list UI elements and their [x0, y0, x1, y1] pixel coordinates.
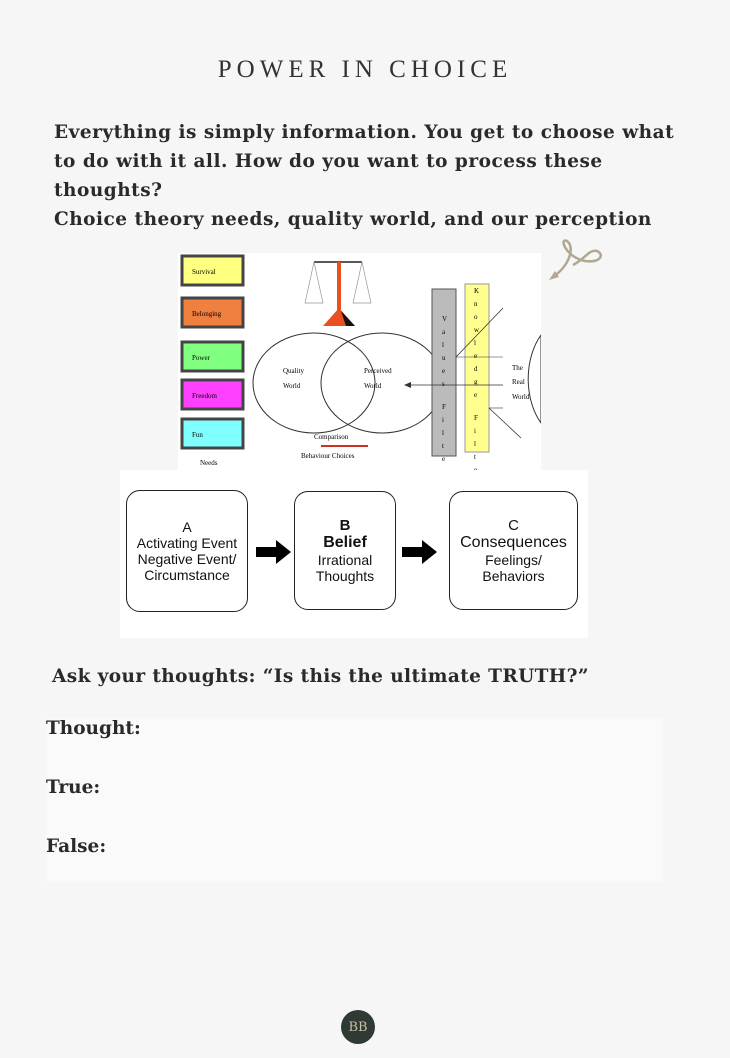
svg-text:a: a	[442, 328, 446, 336]
need-label: Fun	[192, 431, 203, 439]
svg-text:i: i	[474, 427, 476, 435]
quality-world-1: Quality	[283, 367, 304, 375]
svg-text:l: l	[442, 341, 444, 349]
squiggle-arrow-icon	[549, 239, 602, 280]
svg-text:F: F	[442, 403, 446, 411]
need-box	[180, 340, 245, 373]
svg-text:F: F	[474, 414, 478, 422]
knowledge-filter-label: KnowledgeFilter	[474, 287, 480, 487]
a-line3: Circumstance	[144, 567, 230, 583]
svg-text:o: o	[474, 313, 478, 321]
svg-text:w: w	[474, 326, 480, 334]
svg-text:V: V	[442, 315, 447, 323]
need-box	[180, 378, 245, 411]
arrow-right-icon	[402, 540, 437, 564]
svg-text:e: e	[442, 367, 445, 375]
c-title: Consequences	[460, 534, 567, 551]
real-world-3: World	[512, 393, 530, 401]
real-world-2: Real	[512, 378, 525, 386]
true-field[interactable]: True:	[46, 777, 101, 798]
scales-icon	[304, 261, 372, 326]
c-letter: C	[508, 517, 519, 534]
behaviour-label: Behaviour Choices	[301, 452, 355, 460]
svg-text:e: e	[474, 391, 477, 399]
perceived-world-1: Perceived	[364, 367, 392, 375]
c-line2: Feelings/	[485, 552, 542, 568]
svg-text:g: g	[474, 378, 478, 386]
b-title: Belief	[323, 534, 367, 551]
svg-text:K: K	[474, 287, 479, 295]
c-line3: Behaviors	[482, 568, 545, 584]
intro-line-2: Choice theory needs, quality world, and …	[54, 209, 652, 230]
need-label: Belonging	[192, 310, 222, 318]
a-line2: Negative Event/	[137, 551, 237, 567]
need-box	[180, 296, 245, 329]
activating-event-box: A Activating Event Negative Event/ Circu…	[126, 490, 248, 612]
real-world-1: The	[512, 364, 523, 372]
svg-text:t: t	[474, 453, 476, 461]
svg-text:n: n	[474, 300, 478, 308]
thought-field[interactable]: Thought:	[46, 718, 141, 739]
need-label: Survival	[192, 268, 216, 276]
need-box	[180, 417, 245, 450]
svg-text:s: s	[442, 380, 445, 388]
svg-text:l: l	[442, 429, 444, 437]
a-letter: A	[182, 519, 192, 535]
need-box	[180, 254, 245, 287]
svg-text:i: i	[442, 416, 444, 424]
brand-logo: BB	[341, 1010, 375, 1044]
need-label: Power	[192, 354, 211, 362]
abc-model-diagram: A Activating Event Negative Event/ Circu…	[120, 470, 588, 638]
arrow-right-icon	[256, 540, 291, 564]
comparison-label: Comparison	[314, 433, 349, 441]
svg-text:e: e	[442, 455, 445, 463]
svg-text:e: e	[474, 352, 477, 360]
svg-text:l: l	[474, 440, 476, 448]
a-title: Activating Event	[136, 535, 238, 551]
b-line2: Irrational	[317, 552, 373, 568]
page-title: POWER IN CHOICE	[217, 56, 513, 83]
intro-text: Everything is simply information. You ge…	[54, 118, 694, 234]
b-line3: Thoughts	[315, 568, 375, 584]
false-field[interactable]: False:	[46, 836, 107, 857]
intro-line-1: Everything is simply information. You ge…	[54, 122, 675, 201]
needs-label: Needs	[200, 459, 218, 467]
ask-question: Ask your thoughts: “Is this the ultimate…	[52, 666, 589, 687]
perceived-world-2: World	[364, 382, 382, 390]
svg-text:u: u	[442, 354, 446, 362]
svg-text:t: t	[442, 442, 444, 450]
b-letter: B	[339, 517, 351, 534]
svg-text:d: d	[474, 365, 478, 373]
need-label: Freedom	[192, 392, 217, 400]
truth-worksheet: Thought: True: False:	[46, 718, 662, 882]
consequences-box: C Consequences Feelings/ Behaviors	[449, 491, 578, 610]
quality-world-2: World	[283, 382, 301, 390]
belief-box: B Belief Irrational Thoughts	[294, 491, 396, 610]
svg-text:l: l	[474, 339, 476, 347]
